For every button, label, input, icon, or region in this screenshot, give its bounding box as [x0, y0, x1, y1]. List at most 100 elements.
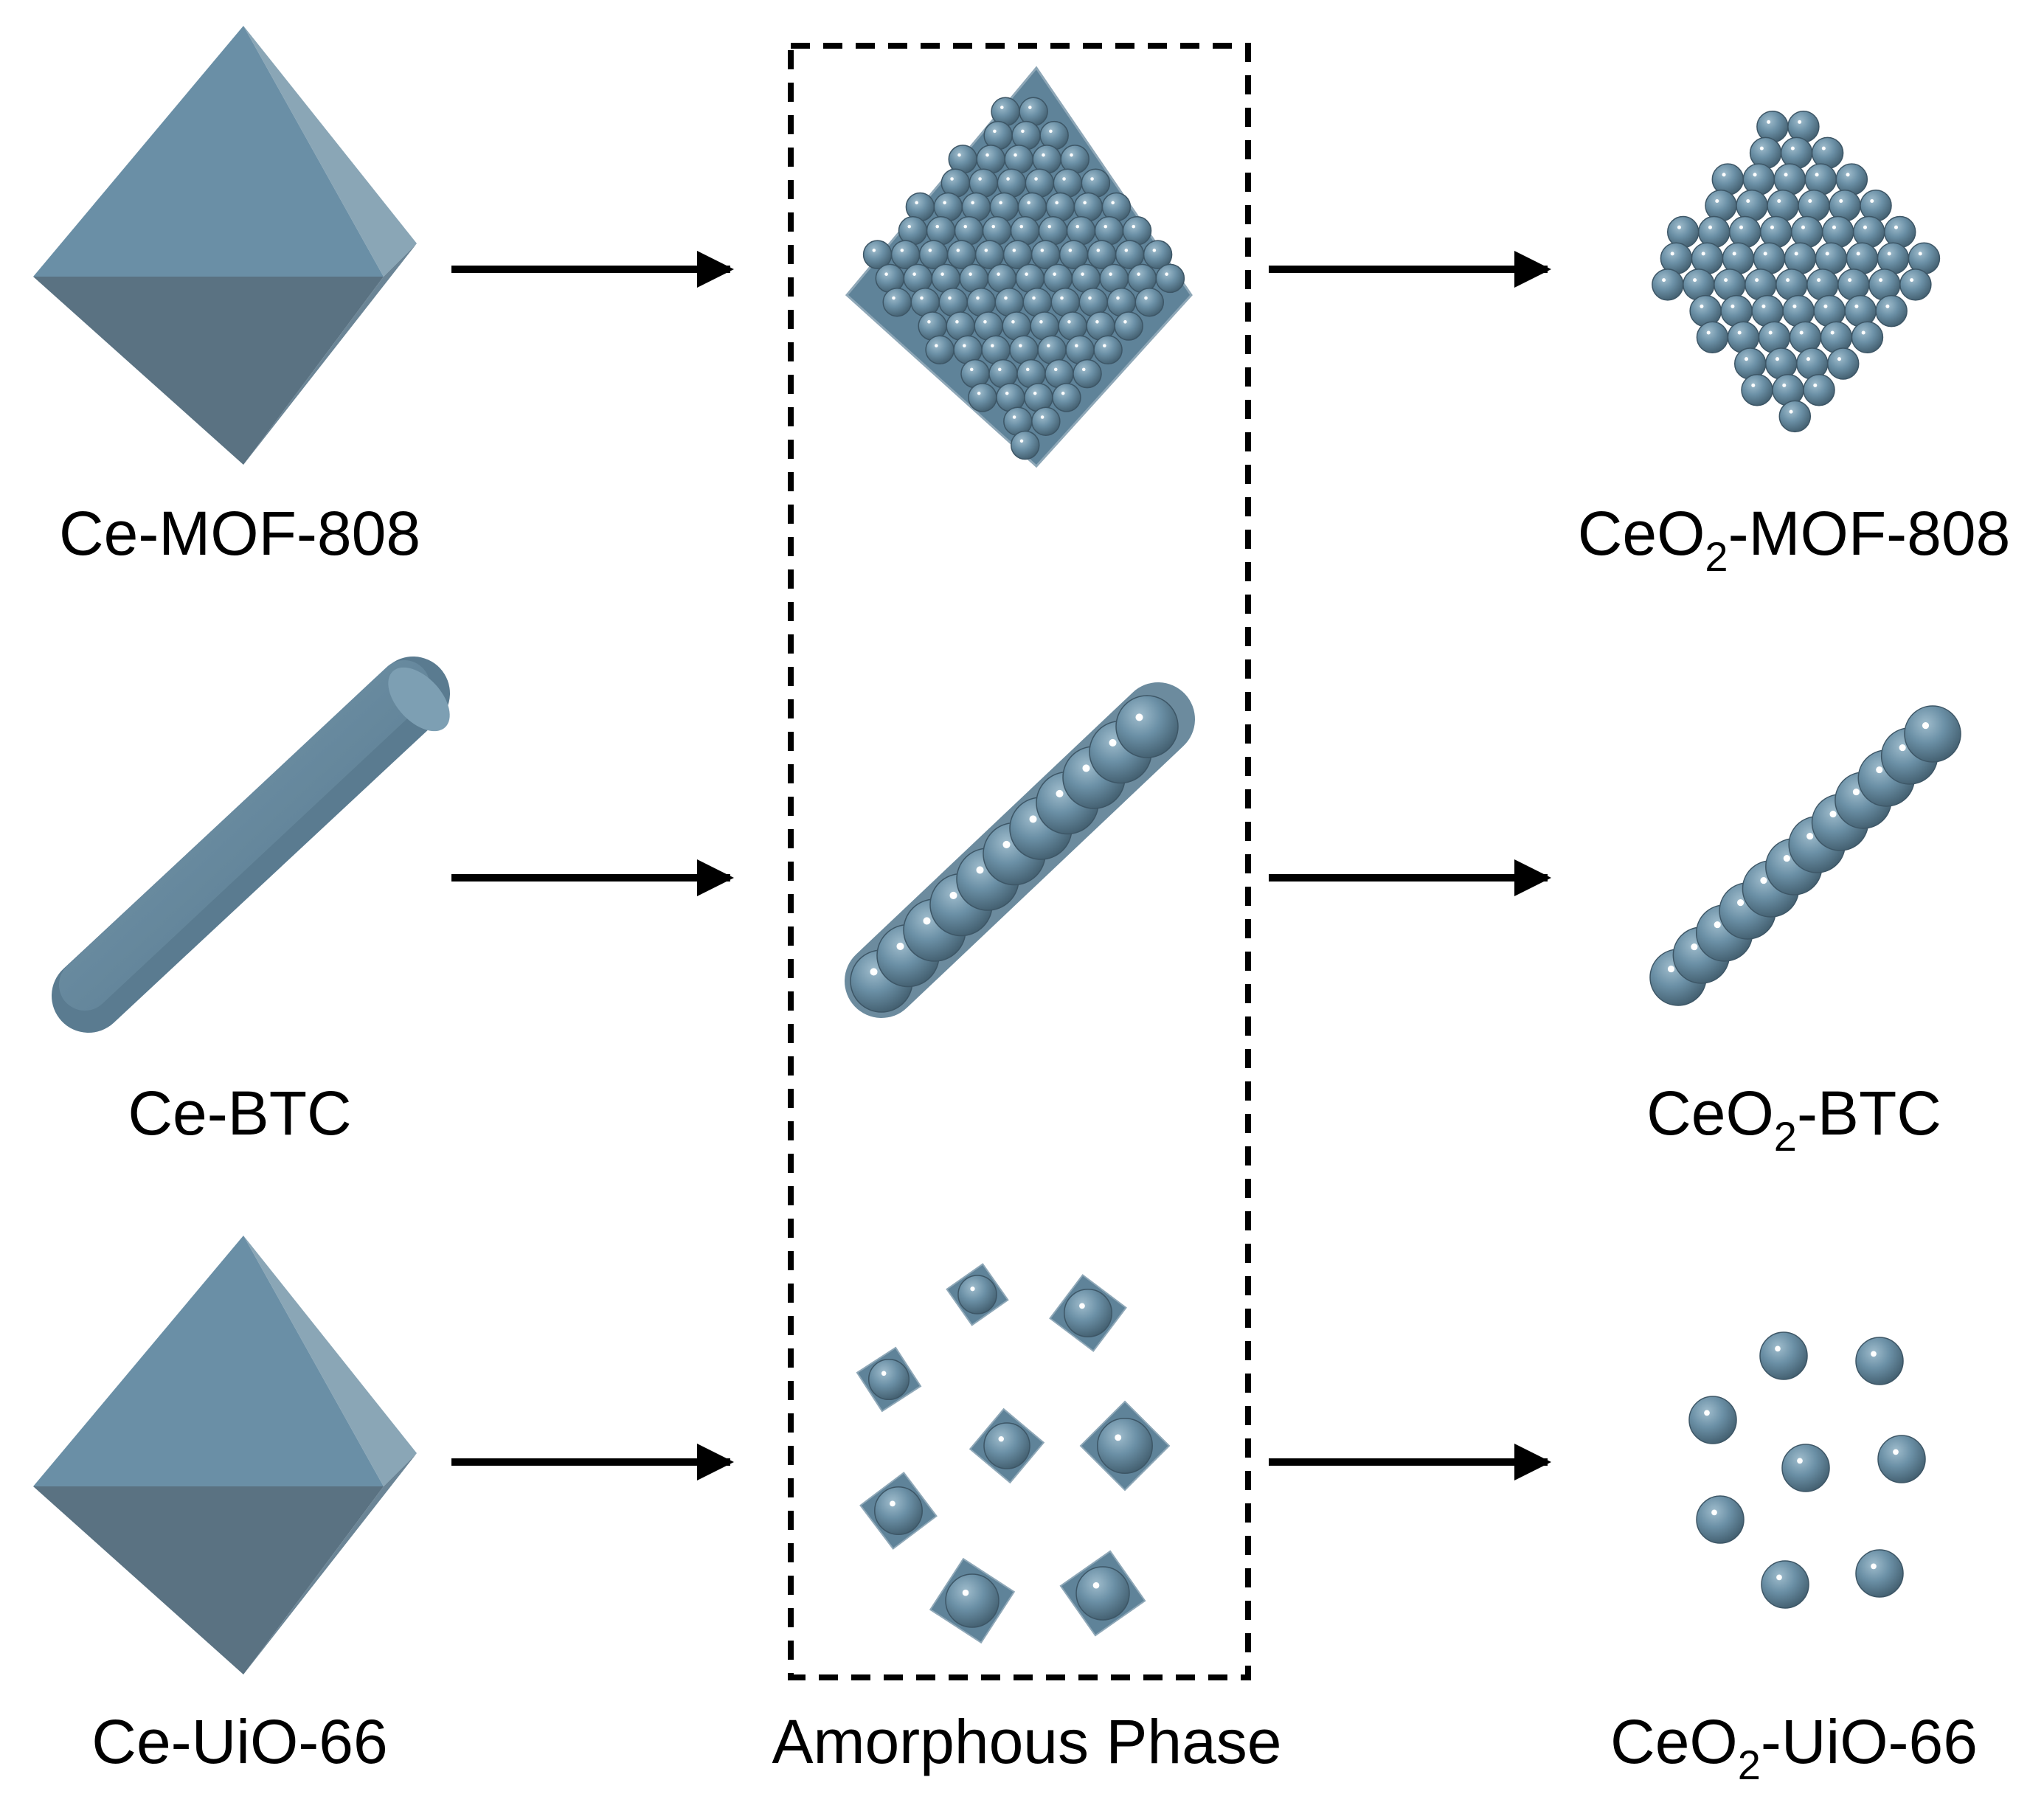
sphere-highlight	[1751, 383, 1756, 387]
sphere-highlight	[1746, 198, 1750, 204]
sphere-highlight	[1715, 198, 1719, 204]
sphere-highlight	[1744, 357, 1748, 361]
sphere-highlight	[935, 224, 940, 229]
sphere-highlight	[1070, 153, 1073, 157]
sphere-highlight	[1792, 304, 1797, 308]
sphere-highlight	[1876, 766, 1883, 774]
sphere-highlight	[991, 224, 996, 229]
sphere	[1075, 1566, 1130, 1621]
sphere-highlight	[983, 320, 987, 324]
sphere-highlight	[1861, 330, 1865, 335]
sphere-highlight	[1040, 415, 1044, 419]
sphere-highlight	[963, 344, 966, 347]
sphere-highlight	[1053, 272, 1056, 276]
sphere-highlight	[1732, 252, 1736, 256]
sphere-highlight	[1135, 713, 1143, 721]
sphere-highlight	[1708, 225, 1712, 229]
sphere	[1875, 294, 1908, 328]
sphere-highlight	[1894, 225, 1898, 229]
sphere-highlight	[1760, 877, 1767, 884]
sphere-highlight	[1761, 304, 1766, 308]
sphere-highlight	[1014, 153, 1017, 157]
sphere-highlight	[1104, 224, 1108, 229]
sphere-highlight	[1786, 278, 1790, 283]
sphere-highlight	[1011, 320, 1015, 324]
sphere-highlight	[1075, 344, 1078, 347]
sphere-highlight	[1784, 173, 1788, 177]
sphere	[1114, 311, 1143, 341]
sphere-highlight	[1019, 344, 1022, 347]
sphere-highlight	[1662, 278, 1666, 283]
sphere-highlight	[1706, 330, 1711, 335]
sphere-highlight	[962, 1589, 969, 1596]
sphere-highlight	[1806, 833, 1814, 840]
sphere-texture	[862, 97, 1185, 460]
sphere-highlight	[1806, 357, 1810, 361]
sphere	[1696, 321, 1729, 354]
sphere-highlight	[971, 201, 974, 205]
sphere-highlight	[1132, 224, 1136, 229]
sphere-highlight	[1116, 296, 1120, 300]
sphere-highlight	[920, 296, 924, 300]
sphere-highlight	[1739, 225, 1743, 229]
sphere-highlight	[1783, 855, 1790, 862]
sphere-highlight	[950, 177, 954, 181]
sphere-highlight	[999, 201, 1002, 205]
sphere-highlight	[1067, 320, 1071, 324]
sphere-highlight	[1776, 1574, 1782, 1581]
sphere-highlight	[1922, 722, 1930, 730]
sphere	[1688, 1396, 1737, 1444]
sphere-highlight	[1083, 201, 1087, 205]
sphere-highlight	[978, 177, 982, 181]
sphere-highlight	[1062, 177, 1066, 181]
sphere-highlight	[870, 968, 878, 976]
sphere-highlight	[1801, 225, 1805, 229]
sphere-highlight	[881, 1371, 887, 1376]
product-scattered-spheres	[1688, 1331, 1926, 1609]
sphere	[1826, 347, 1860, 380]
sphere-highlight	[1000, 105, 1004, 109]
sphere-highlight	[985, 153, 989, 157]
sphere	[1803, 373, 1835, 406]
sphere	[968, 383, 997, 412]
sphere-highlight	[1798, 120, 1802, 124]
sphere	[1652, 269, 1684, 301]
sphere-highlight	[969, 272, 972, 276]
sphere	[874, 1486, 923, 1535]
sphere-highlight	[1768, 330, 1773, 335]
sphere	[1855, 1549, 1904, 1598]
sphere-highlight	[1737, 330, 1742, 335]
sphere-highlight	[991, 344, 994, 347]
sphere-highlight	[1830, 330, 1835, 335]
sphere-highlight	[1918, 252, 1922, 256]
sphere-highlight	[1737, 899, 1745, 907]
sphere	[1759, 1331, 1808, 1380]
sphere-highlight	[1846, 173, 1850, 177]
sphere-highlight	[1006, 177, 1010, 181]
sphere	[1761, 1560, 1809, 1609]
amorphous-small-octahedra	[856, 1263, 1171, 1644]
sphere-highlight	[1854, 304, 1859, 308]
sphere-highlight	[915, 201, 918, 205]
sphere-highlight	[1068, 249, 1073, 252]
sphere-highlight	[1028, 105, 1032, 109]
sphere-highlight	[1704, 1410, 1710, 1416]
sphere-highlight	[923, 917, 931, 925]
sphere-highlight	[997, 367, 1002, 372]
sphere-highlight	[956, 249, 960, 252]
sphere-highlight	[1777, 198, 1781, 204]
sphere-highlight	[977, 391, 981, 395]
sphere-highlight	[1893, 1449, 1899, 1455]
sphere-highlight	[1724, 278, 1728, 283]
sphere-highlight	[969, 367, 974, 372]
sphere	[1781, 1444, 1830, 1492]
sphere-highlight	[1029, 815, 1037, 823]
product-sphere-chain	[1649, 705, 1961, 1006]
sphere	[1851, 321, 1884, 354]
label-ce-mof-808: Ce-MOF-808	[59, 499, 420, 568]
sphere	[925, 335, 955, 365]
sphere-highlight	[1790, 146, 1795, 150]
sphere-highlight	[1870, 198, 1874, 204]
sphere-highlight	[1002, 840, 1011, 848]
sphere-highlight	[1794, 252, 1798, 256]
